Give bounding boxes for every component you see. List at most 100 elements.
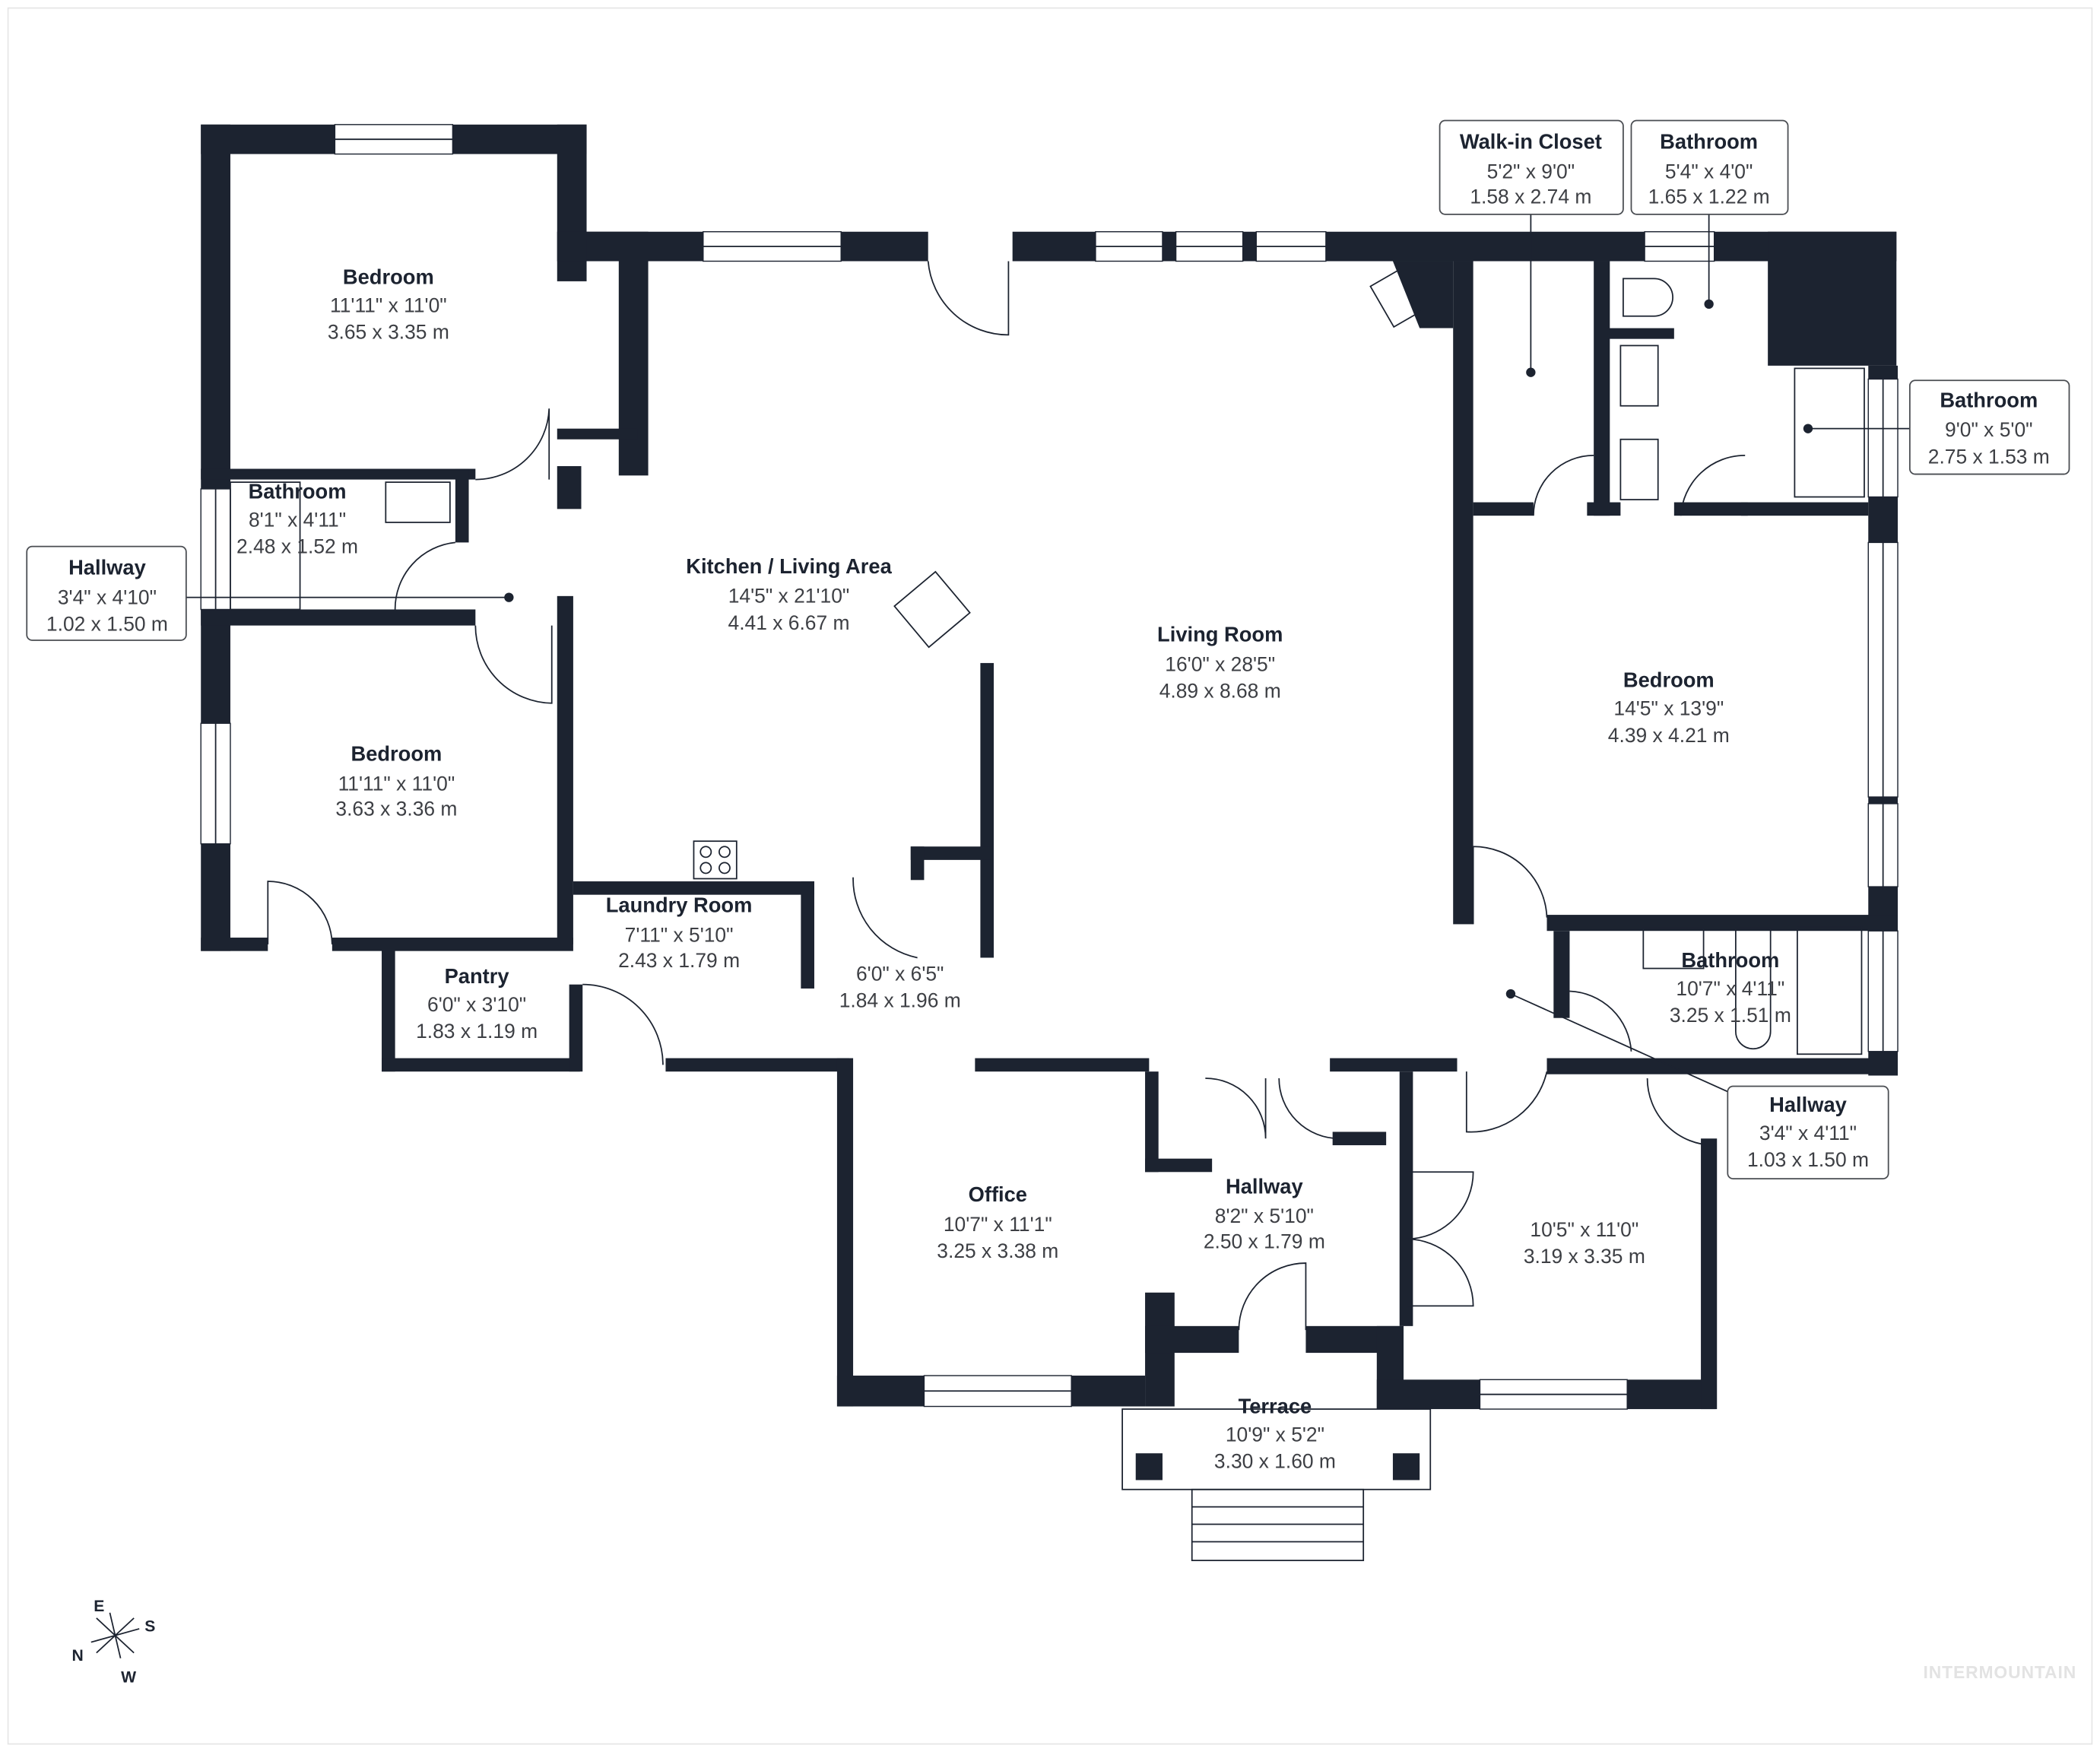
room-dim-metric: 1.03 x 1.50 m <box>1747 1148 1869 1171</box>
room-label-hallway-e: Hallway 3'4" x 4'11" 1.03 x 1.50 m <box>1747 1093 1869 1171</box>
door-arc <box>1569 990 1632 1052</box>
room-dim-imperial: 10'5" x 11'0" <box>1530 1218 1638 1241</box>
door-arc <box>582 983 664 1065</box>
wall <box>975 1058 1150 1072</box>
wall <box>201 468 476 480</box>
room-dim-metric: 2.50 x 1.79 m <box>1204 1230 1325 1253</box>
wall <box>1145 1325 1239 1354</box>
vanity <box>1619 438 1659 500</box>
room-dim-metric: 1.65 x 1.22 m <box>1648 186 1770 208</box>
wall <box>1145 1158 1213 1173</box>
wall <box>1473 502 1534 516</box>
callout-box <box>26 545 187 641</box>
room-name: Bathroom <box>1940 388 2038 411</box>
wall <box>382 944 395 1072</box>
room-dim-imperial: 16'0" x 28'5" <box>1165 652 1275 675</box>
shower <box>1794 367 1865 498</box>
wall <box>1768 231 1897 366</box>
room-label-walkin-closet: Walk-in Closet 5'2" x 9'0" 1.58 x 2.74 m <box>1460 130 1602 208</box>
cooktop <box>693 840 738 880</box>
wall <box>569 984 583 1072</box>
room-label-bathroom-se: Bathroom 10'7" x 4'11" 3.25 x 1.51 m <box>1670 948 1791 1027</box>
toilet <box>1623 278 1673 317</box>
room-label-bedroom-nw: Bedroom 11'11" x 11'0" 3.65 x 3.35 m <box>328 265 449 343</box>
door-arc <box>1533 455 1594 516</box>
room-dim-imperial: 14'5" x 21'10" <box>728 585 850 608</box>
door-arc <box>1205 1078 1267 1139</box>
wall <box>910 846 925 881</box>
wall <box>1553 931 1570 1018</box>
room-dim-imperial: 10'9" x 5'2" <box>1226 1423 1324 1446</box>
door-arc <box>1680 455 1746 516</box>
room-name: Bathroom <box>1681 948 1779 972</box>
room-name: Kitchen / Living Area <box>686 554 892 578</box>
wall <box>1740 502 1869 516</box>
room-label-terrace: Terrace 10'9" x 5'2" 3.30 x 1.60 m <box>1214 1394 1336 1472</box>
room-name: Hallway <box>1769 1093 1847 1116</box>
room-dim-imperial: 8'1" x 4'11" <box>249 508 346 531</box>
room-dim-metric: 1.83 x 1.19 m <box>416 1020 538 1043</box>
page-border <box>7 7 2093 1745</box>
wall <box>201 938 268 951</box>
wall <box>980 662 994 958</box>
watermark: INTERMOUNTAIN <box>1923 1662 2076 1682</box>
room-dim-metric: 3.65 x 3.35 m <box>328 321 449 344</box>
wall-corner <box>1392 261 1454 328</box>
wall <box>1145 1071 1159 1173</box>
room-label-bathroom-e: Bathroom 9'0" x 5'0" 2.75 x 1.53 m <box>1928 388 2050 468</box>
room-dim-metric: 3.19 x 3.35 m <box>1524 1245 1645 1268</box>
compass-star-icon <box>90 1612 140 1658</box>
room-dim-metric: 3.25 x 3.38 m <box>937 1239 1058 1262</box>
wall <box>1701 1138 1718 1410</box>
room-dim-imperial: 14'5" x 13'9" <box>1613 697 1724 720</box>
wall <box>665 1058 849 1072</box>
room-dim-metric: 3.30 x 1.60 m <box>1214 1450 1336 1473</box>
room-name: Bathroom <box>249 479 347 503</box>
door-arc <box>1465 1071 1548 1133</box>
room-name: Living Room <box>1157 623 1283 646</box>
room-label-kitchen: Kitchen / Living Area 14'5" x 21'10" 4.4… <box>686 554 892 634</box>
compass-west: W <box>121 1668 136 1686</box>
room-name: Walk-in Closet <box>1460 130 1602 154</box>
room-name: Bathroom <box>1660 130 1758 154</box>
room-name: Terrace <box>1239 1394 1312 1417</box>
room-name: Office <box>969 1182 1027 1206</box>
vanity <box>1642 927 1705 970</box>
door-arc <box>267 881 333 944</box>
pillar <box>1392 1453 1420 1481</box>
room-label-pantry: Pantry 6'0" x 3'10" 1.83 x 1.19 m <box>416 964 538 1043</box>
room-dim-imperial: 11'11" x 11'0" <box>330 294 447 316</box>
wall <box>1673 502 1748 516</box>
room-dim-metric: 2.43 x 1.79 m <box>618 949 740 972</box>
room-dim-imperial: 3'4" x 4'11" <box>1759 1122 1857 1144</box>
room-name: Bedroom <box>1623 668 1715 692</box>
room-dim-imperial: 11'11" x 11'0" <box>338 772 455 795</box>
wall <box>382 1058 580 1072</box>
callout-box <box>1908 379 2070 475</box>
callout-box <box>1727 1085 1889 1179</box>
wall <box>201 609 476 626</box>
room-dim-imperial: 5'2" x 9'0" <box>1487 160 1575 182</box>
wall <box>557 465 582 509</box>
wall <box>910 846 991 860</box>
toilet <box>1734 927 1772 1050</box>
fireplace <box>1369 268 1424 328</box>
room-dim-metric: 4.89 x 8.68 m <box>1159 680 1281 703</box>
wall <box>557 428 638 440</box>
room-label-unnamed-center: 6'0" x 6'5" 1.84 x 1.96 m <box>839 962 961 1011</box>
compass-rose: E S N W <box>72 1598 156 1686</box>
room-dim-imperial: 10'7" x 11'1" <box>944 1213 1052 1236</box>
room-label-bedroom-e: Bedroom 14'5" x 13'9" 4.39 x 4.21 m <box>1608 668 1730 747</box>
room-dim-imperial: 6'0" x 3'10" <box>427 993 526 1016</box>
wall <box>618 261 649 476</box>
room-dim-metric: 3.25 x 1.51 m <box>1670 1004 1791 1027</box>
fixtures <box>230 261 1865 1561</box>
door-arc <box>1472 846 1548 925</box>
room-label-bathroom-w: Bathroom 8'1" x 4'11" 2.48 x 1.52 m <box>236 479 358 557</box>
room-dim-metric: 1.02 x 1.50 m <box>46 613 168 636</box>
wall <box>1399 1071 1413 1326</box>
room-dim-metric: 1.84 x 1.96 m <box>839 989 961 1012</box>
compass-north: N <box>72 1647 84 1665</box>
room-dim-imperial: 8'2" x 5'10" <box>1215 1204 1314 1227</box>
wall <box>1453 261 1473 925</box>
